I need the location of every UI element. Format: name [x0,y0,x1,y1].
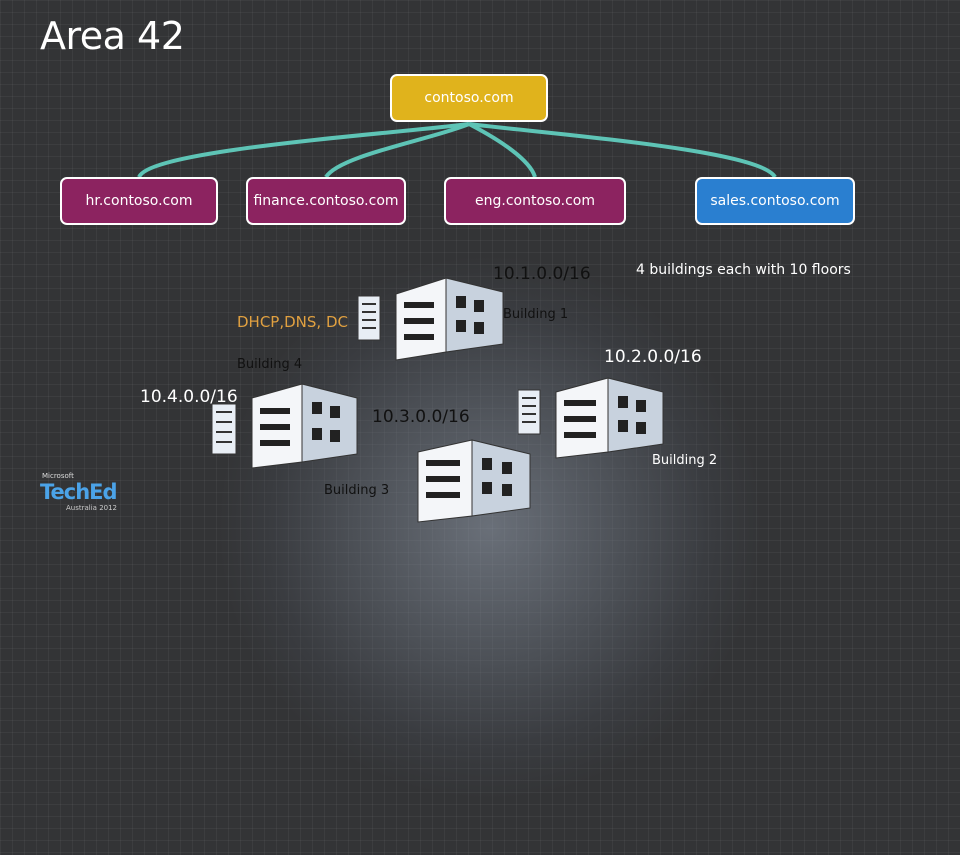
logo-event: TechEd [40,480,118,504]
root-domain-box: contoso.com [390,74,548,122]
building-3-subnet: 10.3.0.0/16 [372,407,470,427]
connector-eng [468,122,537,178]
building-3-name: Building 3 [324,483,390,498]
domain-label-finance: finance.contoso.com [253,193,399,209]
page-title: Area 42 [40,14,185,58]
building-4-icon [212,383,358,469]
connector-sales [468,122,777,179]
connector-hr [137,122,470,179]
logo-vendor: Microsoft [42,472,74,480]
building-1-subnet: 10.1.0.0/16 [493,264,591,284]
connector-finance [324,122,470,179]
domain-label-eng: eng.contoso.com [475,193,595,209]
building-3-icon [417,439,531,523]
domain-label-sales: sales.contoso.com [710,193,840,209]
buildings-note: 4 buildings each with 10 floors [636,262,851,278]
building-1-icon [358,277,504,361]
building-1-name: Building 1 [503,307,569,322]
services-label: DHCP,DNS, DC [237,313,348,331]
building-4-subnet: 10.4.0.0/16 [140,387,238,407]
root-domain-label: contoso.com [424,90,514,106]
connector-lines [137,122,777,179]
teched-logo: Microsoft TechEd Australia 2012 [40,472,122,516]
building-4-name: Building 4 [237,357,303,372]
domain-box-finance: finance.contoso.com [246,177,406,225]
domain-box-sales: sales.contoso.com [695,177,855,225]
building-2-icon [518,377,664,459]
domain-box-hr: hr.contoso.com [60,177,218,225]
domain-label-hr: hr.contoso.com [85,193,193,209]
building-2-name: Building 2 [652,453,718,468]
logo-edition: Australia 2012 [66,504,118,512]
domain-box-eng: eng.contoso.com [444,177,626,225]
building-2-subnet: 10.2.0.0/16 [604,347,702,367]
